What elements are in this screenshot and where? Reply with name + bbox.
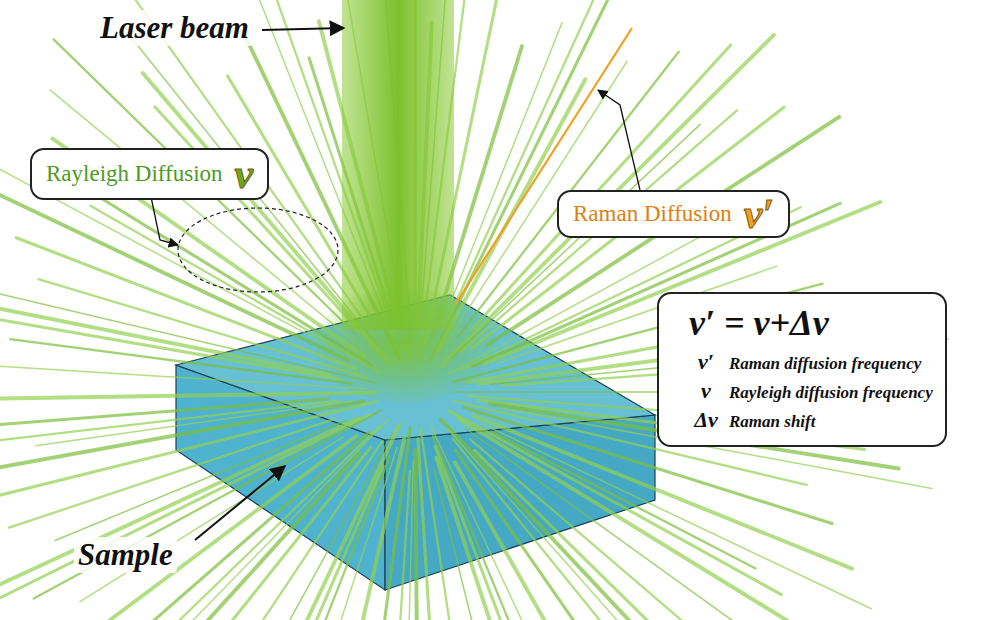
light-ray [431,425,602,620]
light-ray [0,401,364,482]
light-ray [0,194,348,360]
light-ray [420,428,482,620]
legend-row: νRayleigh diffusion frequency [689,377,933,406]
light-ray [415,450,417,620]
light-ray [0,399,327,428]
light-ray [16,238,356,370]
symbol: ν [689,377,723,404]
light-ray [471,45,731,331]
beam-label: Laser beam [96,10,253,46]
light-ray [119,448,370,620]
frequency-symbol: ν′ [744,194,774,234]
callout-title: Raman Diffusion [573,201,732,227]
light-ray [418,439,437,620]
symbol: Δν [689,406,723,433]
equation: ν′ = ν+Δν [689,302,933,344]
light-ray [464,408,832,524]
light-ray [0,393,375,400]
callout-title: Rayleigh Diffusion [46,161,223,187]
symbol-description: Raman diffusion frequency [729,350,921,377]
rayleigh-rays [0,0,948,620]
callout-box: Raman Diffusion ν′ [557,190,790,238]
frequency-symbol: ν [235,154,254,194]
light-ray [491,432,755,569]
symbol-description: Rayleigh diffusion frequency [729,379,933,406]
laser-spot [315,287,495,403]
light-ray [470,439,691,620]
light-ray [433,436,594,620]
leader-line [195,466,285,540]
laser-beam [342,0,454,330]
light-ray [55,421,346,541]
equation-box: ν′ = ν+Δν ν′Raman diffusion frequencyνRay… [657,292,947,447]
light-ray [465,428,809,620]
light-ray [455,463,616,620]
light-ray [38,279,365,377]
light-ray [453,439,727,620]
light-ray [36,401,352,446]
legend-row: ν′Raman diffusion frequency [689,348,933,377]
raman-ray [455,28,632,305]
sample-label: Sample [74,537,177,573]
symbol-description: Raman shift [729,408,815,435]
light-ray [474,450,697,620]
symbol: ν′ [689,348,723,375]
leader-line [262,28,344,30]
light-ray [458,418,801,620]
light-ray [174,441,382,620]
light-ray [0,402,376,505]
leader-line [598,90,640,190]
light-ray [436,447,541,620]
legend-row: ΔνRaman shift [689,406,933,435]
light-ray [0,418,358,605]
callout-box: Rayleigh Diffusion ν [30,148,269,200]
light-ray [80,437,343,602]
rayleigh-region [178,208,338,292]
light-ray [7,436,357,620]
